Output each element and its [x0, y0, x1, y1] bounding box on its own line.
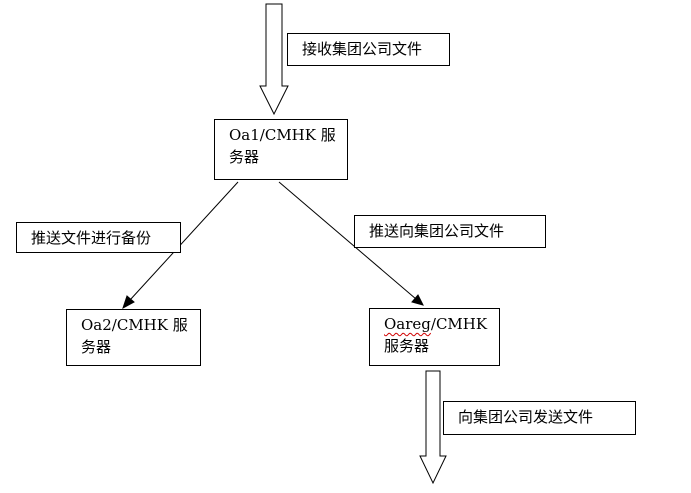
node-oa2-server: Oa2/CMHK 服 务器	[66, 309, 201, 366]
label-push-to-group-text: 推送向集团公司文件	[369, 222, 505, 240]
node-oa1-line2: 务器	[229, 148, 260, 166]
node-oareg-word: Oareg	[384, 315, 431, 333]
label-backup-text: 推送文件进行备份	[31, 229, 152, 247]
label-send-to-group: 向集团公司发送文件	[443, 401, 636, 435]
node-oa1-line1: Oa1/CMHK 服	[229, 126, 336, 144]
incoming-hollow-arrow	[259, 3, 289, 116]
label-push-to-group: 推送向集团公司文件	[354, 215, 546, 248]
node-oa2-line1: Oa2/CMHK 服	[81, 316, 188, 334]
arrowhead-server2	[122, 295, 135, 310]
label-receive-text: 接收集团公司文件	[302, 40, 423, 58]
label-receive-group-files: 接收集团公司文件	[287, 33, 450, 66]
node-oa2-line2: 务器	[81, 338, 112, 356]
label-send-to-group-text: 向集团公司发送文件	[458, 408, 594, 426]
outgoing-hollow-arrow	[419, 370, 447, 485]
node-oareg-line1-rest: /CMHK	[430, 315, 488, 333]
edge-server1-to-server3	[278, 181, 417, 300]
node-oa1-server: Oa1/CMHK 服 务器	[214, 119, 348, 180]
edge-server1-to-server2	[129, 181, 239, 301]
node-oareg-server: Oareg/CMHK 服务器	[369, 308, 500, 366]
arrowhead-server3	[411, 294, 424, 306]
label-push-backup: 推送文件进行备份	[16, 222, 181, 253]
node-oareg-line2: 服务器	[384, 337, 430, 355]
node-oareg-line1: Oareg/CMHK	[384, 313, 491, 335]
